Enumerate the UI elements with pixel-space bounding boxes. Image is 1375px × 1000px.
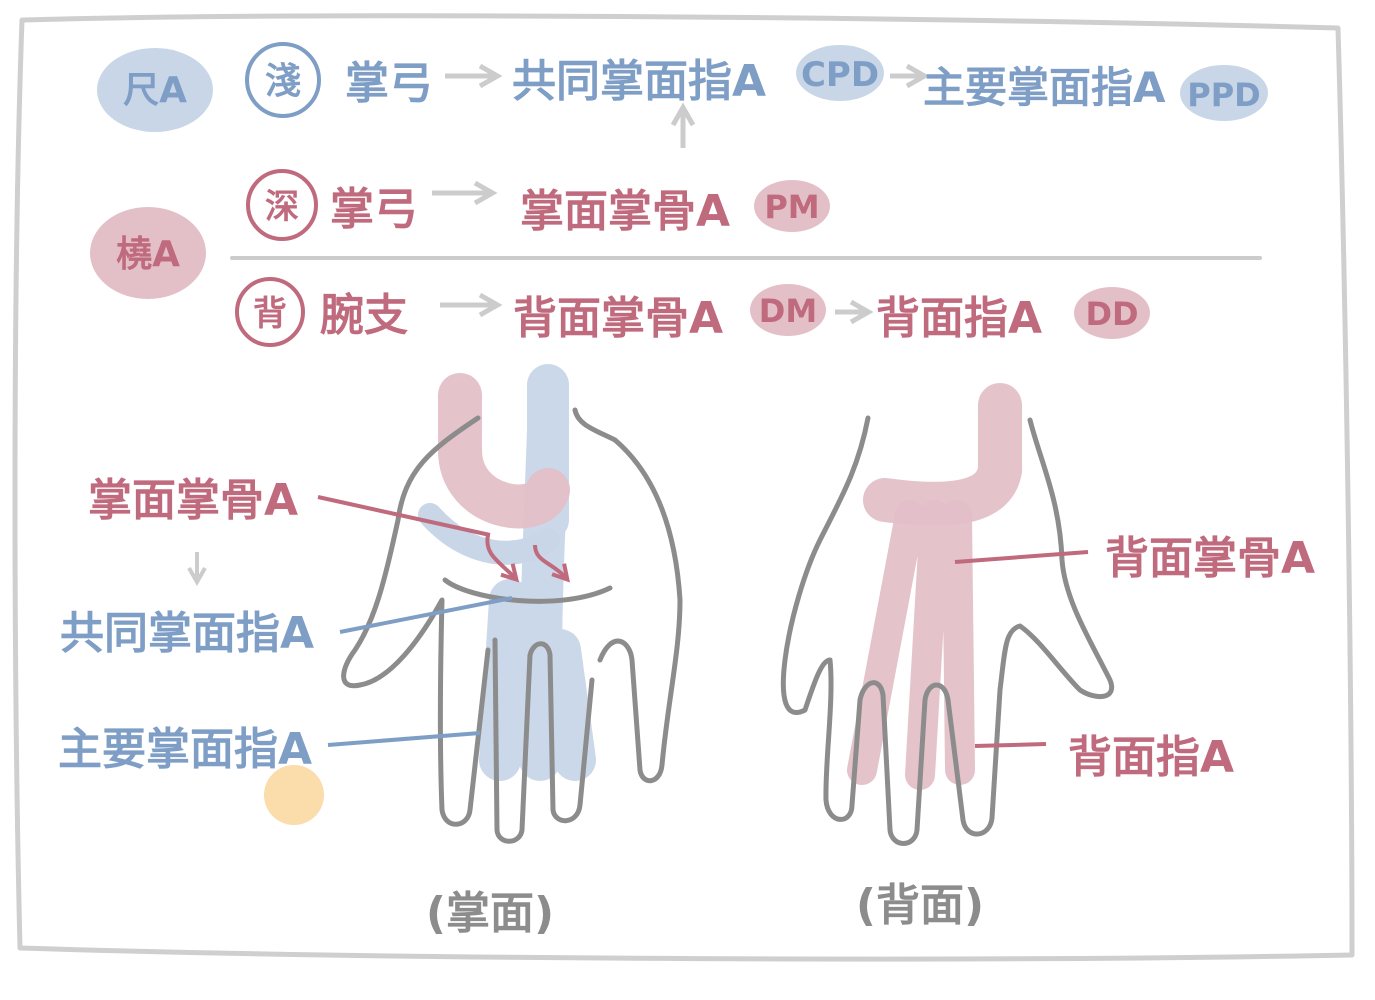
palmar-metacarpal-arrow-left	[485, 534, 520, 583]
leader-dorsal-digital	[974, 742, 1047, 748]
label-proper-palmar-digital: 主要掌面指A	[58, 724, 312, 775]
cpd-tag: CPD	[801, 55, 879, 95]
dorsal-carpal-vessel	[863, 383, 1022, 526]
leader-common-palmar-digital	[339, 596, 513, 634]
ulnar-end-label: 主要掌面指A	[923, 63, 1166, 112]
deep-circle	[246, 169, 318, 241]
dorsal-circle	[235, 277, 305, 347]
leader-dorsal-metacarpal	[954, 550, 1089, 564]
label-dorsal-digital: 背面指A	[1068, 732, 1234, 783]
palmar-metacarpal-arrow-right	[533, 544, 570, 583]
radial-rows: 橈A 深 掌弓 掌面掌骨A PM 背 腕支 背面掌骨A DM 背面指A DD	[90, 169, 1262, 347]
ulnar-start-label: 掌弓	[345, 58, 433, 109]
radial-badge-bg	[90, 207, 206, 299]
ulnar-badge-bg	[97, 48, 213, 132]
ulnar-mid-label: 共同掌面指A	[512, 56, 766, 107]
ulnar-row: 尺A 淺 掌弓 共同掌面指A CPD 主要掌面指A PPD	[97, 42, 1268, 148]
palm-hand-outline	[341, 407, 683, 844]
leader-palmar-metacarpal	[317, 495, 491, 537]
dorsal-end-label: 背面指A	[876, 293, 1042, 344]
ulnar-badge-label: 尺A	[123, 70, 187, 111]
dorsal-hand-outline	[780, 415, 1115, 846]
dorsal-caption: (背面)	[856, 880, 984, 931]
deep-start-label: 掌弓	[330, 184, 418, 235]
label-palmar-metacarpal: 掌面掌骨A	[88, 475, 298, 526]
superficial-circle-label: 淺	[265, 61, 301, 102]
pm-tag: PM	[764, 188, 819, 226]
palm-crease	[442, 577, 613, 604]
leader-proper-palmar-digital	[327, 731, 481, 747]
dorsal-circle-label: 背	[253, 294, 287, 334]
radial-badge-label: 橈A	[116, 234, 180, 275]
cpd-tag-bg	[796, 45, 884, 101]
palm-hand-view: 掌面掌骨A 共同掌面指A 主要掌面指A (掌面)	[58, 364, 683, 939]
dd-tag-bg	[1074, 287, 1150, 339]
deep-end-label: 掌面掌骨A	[520, 186, 730, 237]
deep-circle-label: 深	[265, 187, 299, 227]
palm-caption: (掌面)	[426, 888, 554, 939]
pm-tag-bg	[754, 180, 830, 232]
label-common-palmar-digital: 共同掌面指A	[60, 608, 314, 659]
ulnar-artery-vessel	[479, 364, 596, 781]
superficial-arch-vessel	[418, 503, 560, 565]
ppd-tag: PPD	[1187, 76, 1260, 114]
dm-tag-bg	[750, 284, 826, 336]
dorsal-mid-label: 背面掌骨A	[513, 293, 723, 344]
dm-tag: DM	[759, 292, 817, 330]
dorsal-metacarpal-vessels	[847, 500, 975, 790]
label-dorsal-metacarpal: 背面掌骨A	[1105, 533, 1315, 584]
dorsal-hand-view: 背面掌骨A 背面指A (背面)	[780, 383, 1315, 931]
dorsal-start-label: 腕支	[320, 290, 408, 341]
orange-dot	[264, 765, 324, 825]
superficial-circle	[245, 42, 321, 118]
dd-tag: DD	[1085, 295, 1138, 333]
outer-frame	[12, 13, 1355, 962]
ppd-tag-bg	[1180, 65, 1268, 121]
deep-arch-vessel	[438, 373, 570, 529]
